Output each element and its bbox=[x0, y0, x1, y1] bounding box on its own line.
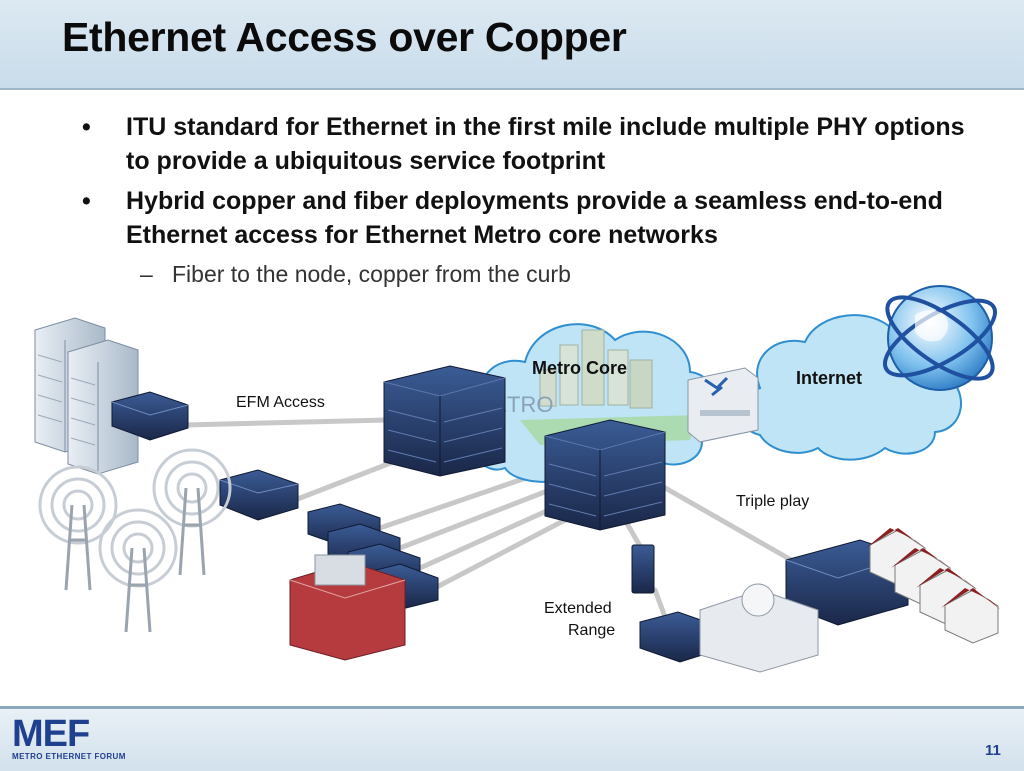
bullet-marker: • bbox=[82, 113, 91, 141]
bullet-item: • ITU standard for Ethernet in the first… bbox=[82, 110, 982, 178]
sub-bullet-text: Fiber to the node, copper from the curb bbox=[172, 261, 571, 287]
bullet-list: • ITU standard for Ethernet in the first… bbox=[82, 110, 982, 290]
internet-label: Internet bbox=[796, 368, 863, 388]
metro-core-label: Metro Core bbox=[532, 358, 628, 378]
efm-access-label: EFM Access bbox=[236, 394, 325, 411]
logo-text: MEF bbox=[12, 713, 90, 755]
router-icon bbox=[687, 367, 759, 443]
cell-tower-icon bbox=[98, 508, 178, 633]
bullet-item: • Hybrid copper and fiber deployments pr… bbox=[82, 184, 982, 252]
campus-icon bbox=[699, 583, 819, 673]
globe-icon bbox=[882, 285, 998, 391]
office-tower-icon bbox=[67, 339, 139, 475]
switch-rack-icon bbox=[383, 365, 506, 477]
page-number: 11 bbox=[985, 742, 1001, 759]
building-icon bbox=[289, 554, 406, 661]
sub-bullet-item: – Fiber to the node, copper from the cur… bbox=[82, 258, 982, 290]
dsl-modem-icon bbox=[631, 544, 655, 594]
bullet-text: ITU standard for Ethernet in the first m… bbox=[126, 113, 965, 175]
network-diagram: METRO bbox=[34, 285, 1001, 673]
extended-range-label: Range bbox=[568, 622, 616, 639]
dsl-modem-icon bbox=[111, 391, 189, 441]
title-bar bbox=[0, 0, 1024, 90]
switch-rack-icon bbox=[544, 419, 666, 531]
triple-play-label: Triple play bbox=[736, 493, 810, 510]
bullet-marker: • bbox=[82, 187, 91, 215]
footer-bar bbox=[0, 706, 1024, 771]
cell-tower-icon bbox=[152, 448, 232, 576]
dsl-modem-icon bbox=[219, 469, 299, 521]
logo-subtitle: METRO ETHERNET FORUM bbox=[12, 752, 126, 761]
extended-range-label: Extended bbox=[544, 600, 612, 617]
cell-tower-icon bbox=[38, 465, 118, 591]
mef-logo: MEF METRO ETHERNET FORUM bbox=[12, 713, 126, 761]
bullet-text: Hybrid copper and fiber deployments prov… bbox=[126, 187, 943, 249]
sub-bullet-marker: – bbox=[140, 261, 153, 287]
slide-title: Ethernet Access over Copper bbox=[62, 14, 627, 60]
house-icon bbox=[941, 588, 1001, 644]
